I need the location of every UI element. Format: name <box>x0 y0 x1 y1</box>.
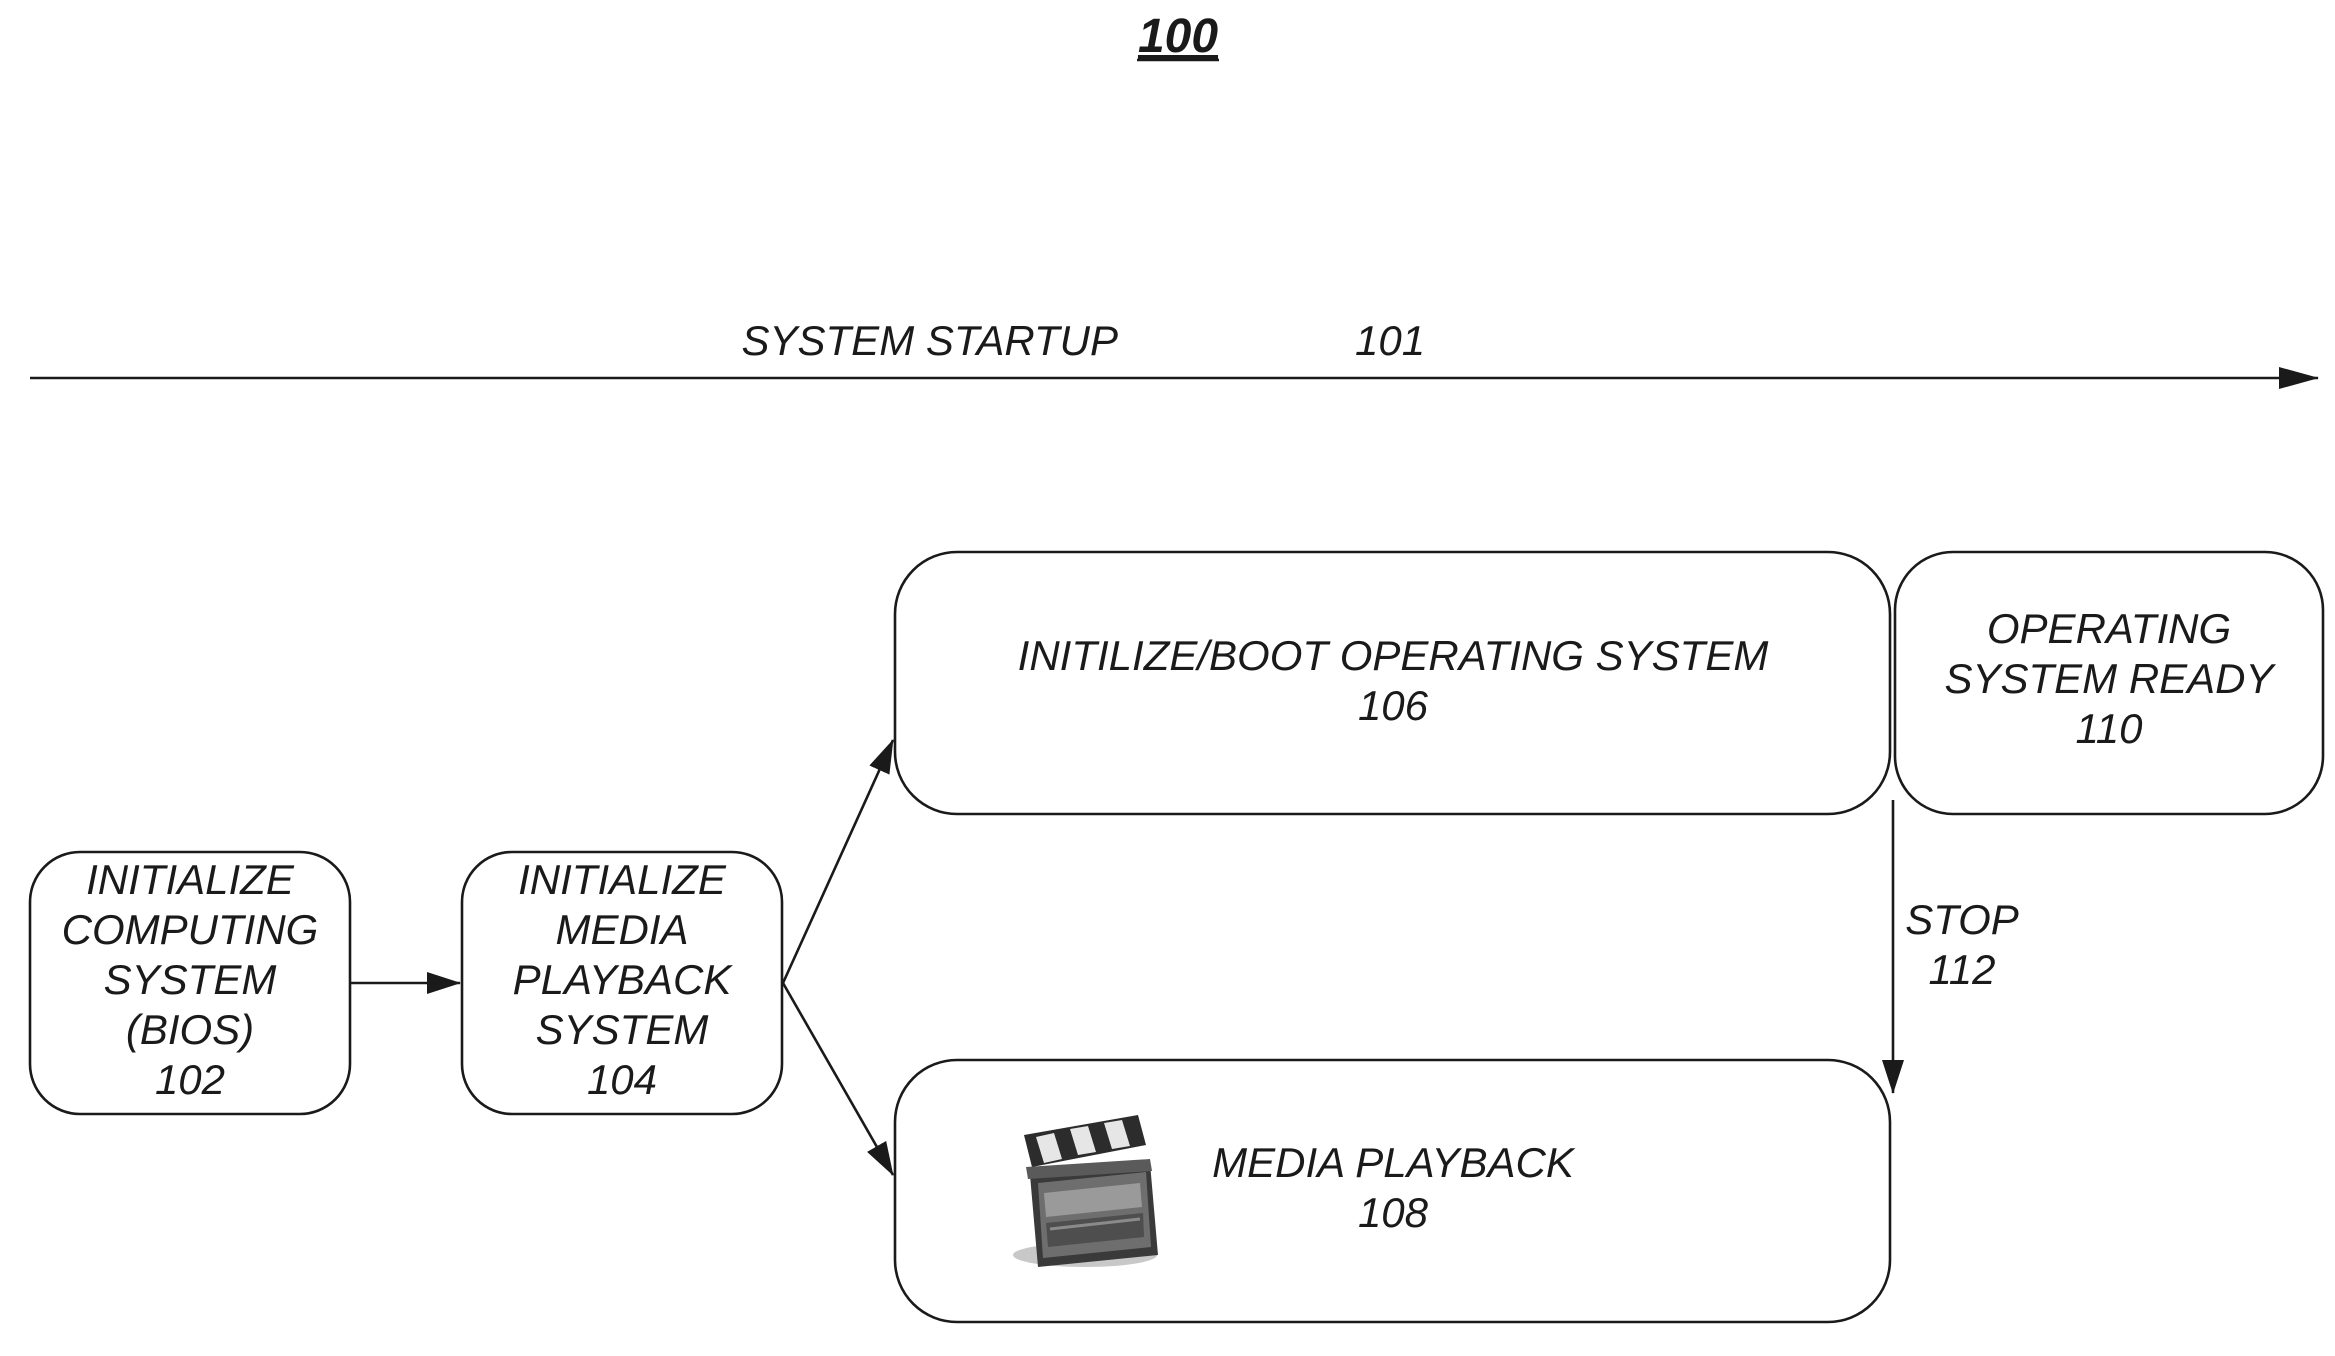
box-initialize-media-playback-system: INITIALIZE MEDIA PLAYBACK SYSTEM 104 <box>462 852 782 1114</box>
box-110-ref: 110 <box>2076 705 2144 752</box>
box-104-line-2: MEDIA <box>555 906 688 953</box>
timeline-ref: 101 <box>1355 317 1425 364</box>
box-102-line-2: COMPUTING <box>62 906 319 953</box>
box-108-ref: 108 <box>1358 1189 1429 1236</box>
box-102-ref: 102 <box>155 1056 225 1103</box>
box-102-line-3: SYSTEM <box>104 956 277 1003</box>
box-media-playback: MEDIA PLAYBACK 108 <box>895 1060 1890 1322</box>
box-104-line-1: INITIALIZE <box>518 856 727 903</box>
box-operating-system-ready: OPERATING SYSTEM READY 110 <box>1895 552 2323 814</box>
box-102-line-4: (BIOS) <box>126 1006 254 1053</box>
box-104-ref: 104 <box>587 1056 657 1103</box>
stop-label: STOP <box>1905 896 2019 943</box>
timeline-label: SYSTEM STARTUP <box>741 317 1118 364</box>
box-110-line-2: SYSTEM READY <box>1944 655 2276 702</box>
stop-ref: 112 <box>1929 946 1996 993</box>
box-106-ref: 106 <box>1358 682 1429 729</box>
box-108-line-1: MEDIA PLAYBACK <box>1212 1139 1576 1186</box>
box-102-line-1: INITIALIZE <box>86 856 295 903</box>
box-110-line-1: OPERATING <box>1987 605 2231 652</box>
arrow-104-to-108 <box>783 983 893 1175</box>
box-104-line-3: PLAYBACK <box>513 956 734 1003</box>
box-boot-operating-system: INITILIZE/BOOT OPERATING SYSTEM 106 <box>895 552 1890 814</box>
arrow-104-to-106 <box>783 740 893 983</box>
box-initialize-computing-system: INITIALIZE COMPUTING SYSTEM (BIOS) 102 <box>30 852 350 1114</box>
system-startup-timeline: SYSTEM STARTUP 101 <box>30 317 2318 378</box>
box-106-line-1: INITILIZE/BOOT OPERATING SYSTEM <box>1018 632 1769 679</box>
figure-number: 100 <box>1138 10 1218 63</box>
box-104-line-4: SYSTEM <box>536 1006 709 1053</box>
